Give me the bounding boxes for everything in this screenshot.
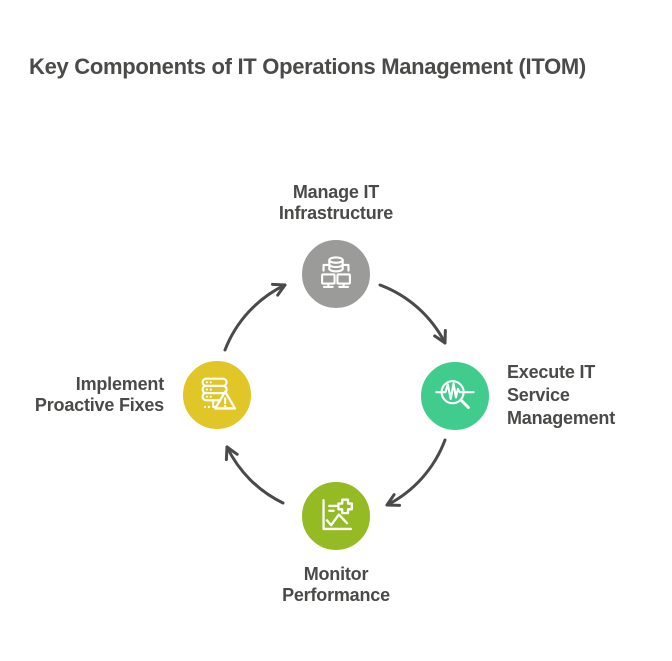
node-circle-execute-it-service-management <box>418 359 492 433</box>
label-line: Management <box>507 408 616 428</box>
label-line: Monitor <box>303 564 369 584</box>
arrow-left-to-top <box>223 282 287 352</box>
arrow-right-to-bottom <box>385 438 447 507</box>
arrow-bottom-to-left <box>224 445 285 505</box>
node-label-implement-proactive-fixes: Implement Proactive Fixes <box>14 374 164 416</box>
label-line: Proactive Fixes <box>34 395 164 415</box>
database-network-icon <box>321 256 351 288</box>
server-alert-icon <box>201 377 237 410</box>
label-line: Infrastructure <box>278 203 394 223</box>
arrow-top-to-right <box>378 283 447 345</box>
node-circle-implement-proactive-fixes <box>180 358 254 432</box>
label-line: Execute IT <box>507 362 596 382</box>
node-circle-manage-it-infrastructure <box>299 237 373 311</box>
label-line: Manage IT <box>292 182 380 202</box>
node-circle-monitor-performance <box>299 479 373 553</box>
pulse-magnifier-icon <box>435 380 475 409</box>
node-label-execute-it-service-management: Execute IT Service Management <box>507 361 667 430</box>
label-line: Service <box>507 385 570 405</box>
chart-plus-icon <box>322 498 353 531</box>
node-label-manage-it-infrastructure: Manage IT Infrastructure <box>226 182 446 224</box>
node-label-monitor-performance: Monitor Performance <box>226 564 446 606</box>
label-line: Implement <box>75 374 164 394</box>
label-line: Performance <box>282 585 390 605</box>
diagram-title: Key Components of IT Operations Manageme… <box>29 54 586 79</box>
